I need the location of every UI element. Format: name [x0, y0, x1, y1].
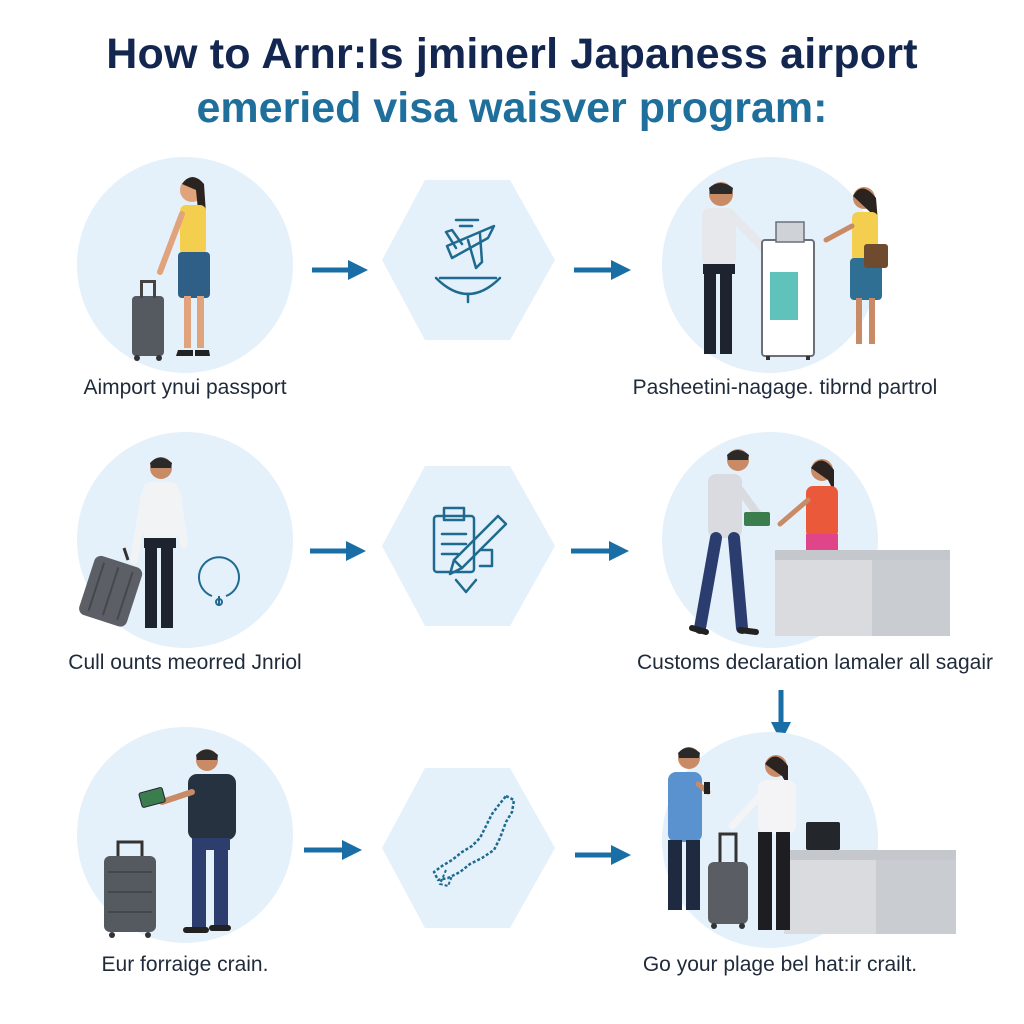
title-line-2: emeried visa waisver program: [196, 84, 828, 132]
step-3-caption: Pasheetini-nagage. tibrnd partrol [632, 376, 938, 399]
step-6-caption: Customs declaration lamaler all sagair [637, 651, 993, 674]
title-line-1: How to Arnr:Is jminerl Japaness airport [106, 30, 918, 78]
step-6-customs-illustration [662, 432, 950, 648]
step-7-caption: Eur forraige crain. [101, 953, 269, 976]
step-3-kiosk-illustration [662, 157, 888, 373]
step-1-caption: Aimport ynui passport [83, 376, 287, 399]
step-4-traveler-illustration [77, 432, 293, 648]
form-pen-icon [382, 466, 555, 626]
step-9-caption: Go your plage bel hat:ir crailt. [642, 953, 918, 976]
step-1-traveler-illustration [77, 157, 293, 373]
airplane-icon [382, 180, 555, 340]
step-7-traveler-illustration [77, 727, 293, 943]
japan-map-icon [382, 768, 555, 928]
step-9-checkin-illustration [662, 732, 956, 948]
step-4-caption: Cull ounts meorred Jnriol [68, 651, 302, 674]
